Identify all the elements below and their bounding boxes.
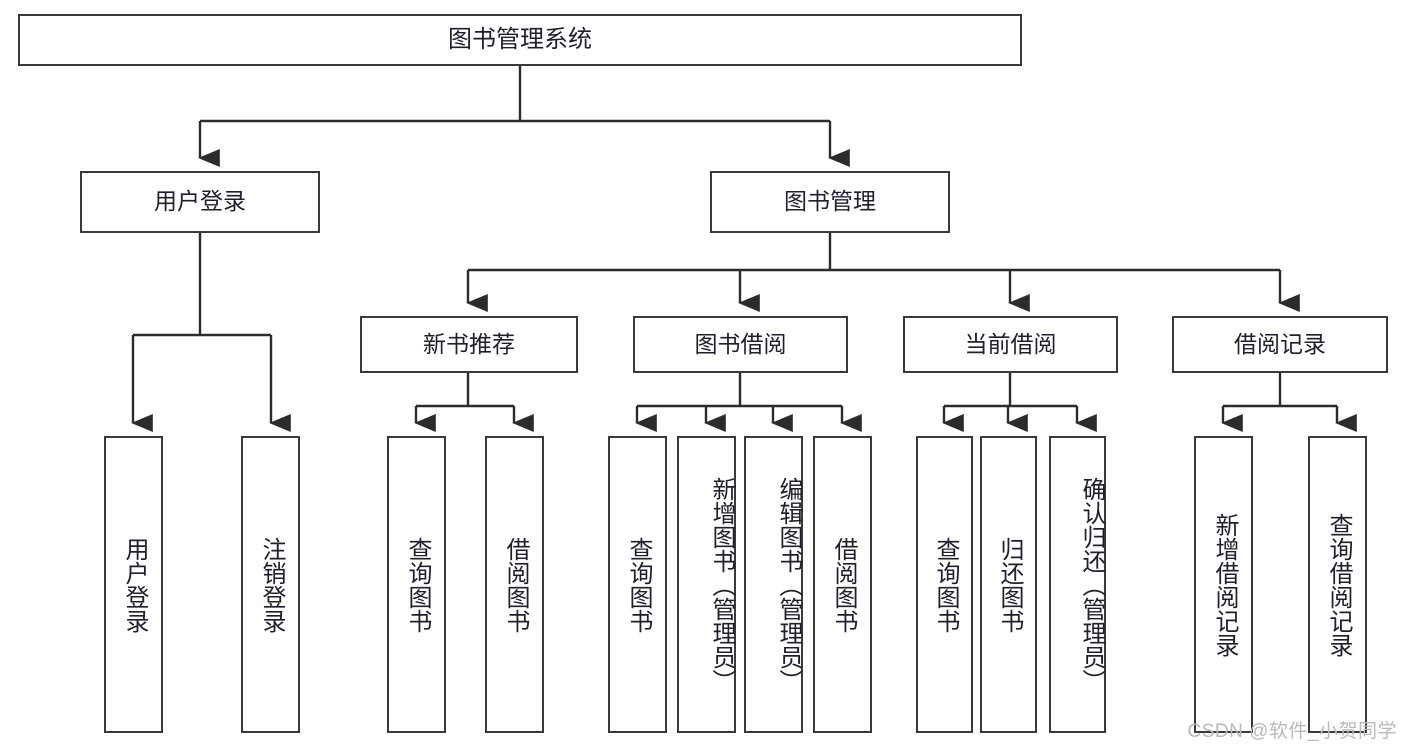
leaf-query-borrow-record[interactable]: 查询借阅记录 <box>1308 436 1367 733</box>
leaf-query-book-recommend[interactable]: 查询图书 <box>387 436 446 733</box>
node-label: 注销登录 <box>257 536 285 633</box>
node-label: 新增借阅记录 <box>1210 512 1238 657</box>
node-label: 确认归还（管理员） <box>1078 476 1105 693</box>
node-user-login[interactable]: 用户登录 <box>80 171 320 233</box>
leaf-return-book[interactable]: 归还图书 <box>980 436 1037 733</box>
node-label: 用户登录 <box>154 188 246 215</box>
node-label: 图书借阅 <box>694 330 787 357</box>
leaf-logout[interactable]: 注销登录 <box>241 436 300 733</box>
node-book-borrow[interactable]: 图书借阅 <box>633 316 848 373</box>
node-new-book-recommend[interactable]: 新书推荐 <box>360 316 578 373</box>
node-label: 查询图书 <box>931 536 959 633</box>
node-label: 借阅图书 <box>501 536 529 633</box>
node-label: 查询借阅记录 <box>1324 512 1352 657</box>
node-label: 图书管理 <box>784 188 876 215</box>
node-label: 新书推荐 <box>423 330 515 357</box>
node-current-borrow[interactable]: 当前借阅 <box>903 316 1118 373</box>
node-label: 查询图书 <box>624 536 652 633</box>
node-label: 用户登录 <box>120 536 148 633</box>
node-label: 查询图书 <box>403 536 431 633</box>
node-label: 编辑图书（管理员） <box>775 476 802 693</box>
leaf-borrow-book-recommend[interactable]: 借阅图书 <box>485 436 544 733</box>
leaf-query-book-current[interactable]: 查询图书 <box>916 436 973 733</box>
node-label: 借阅记录 <box>1234 330 1326 357</box>
node-label: 当前借阅 <box>964 330 1057 357</box>
node-label: 新增图书（管理员） <box>708 476 735 693</box>
leaf-user-login[interactable]: 用户登录 <box>104 436 163 733</box>
leaf-add-book-admin[interactable]: 新增图书（管理员） <box>677 436 736 733</box>
leaf-query-book-borrow[interactable]: 查询图书 <box>608 436 667 733</box>
leaf-add-borrow-record[interactable]: 新增借阅记录 <box>1194 436 1253 733</box>
csdn-watermark: CSDN @软件_小贺同学 <box>1187 721 1397 742</box>
leaf-confirm-return-admin[interactable]: 确认归还（管理员） <box>1049 436 1106 733</box>
node-label: 图书管理系统 <box>448 25 592 53</box>
node-root-system[interactable]: 图书管理系统 <box>18 14 1022 66</box>
node-label: 借阅图书 <box>829 536 857 633</box>
node-book-management[interactable]: 图书管理 <box>710 171 950 233</box>
leaf-edit-book-admin[interactable]: 编辑图书（管理员） <box>744 436 803 733</box>
leaf-borrow-book[interactable]: 借阅图书 <box>813 436 872 733</box>
node-borrow-record[interactable]: 借阅记录 <box>1172 316 1388 373</box>
node-label: 归还图书 <box>995 536 1023 633</box>
